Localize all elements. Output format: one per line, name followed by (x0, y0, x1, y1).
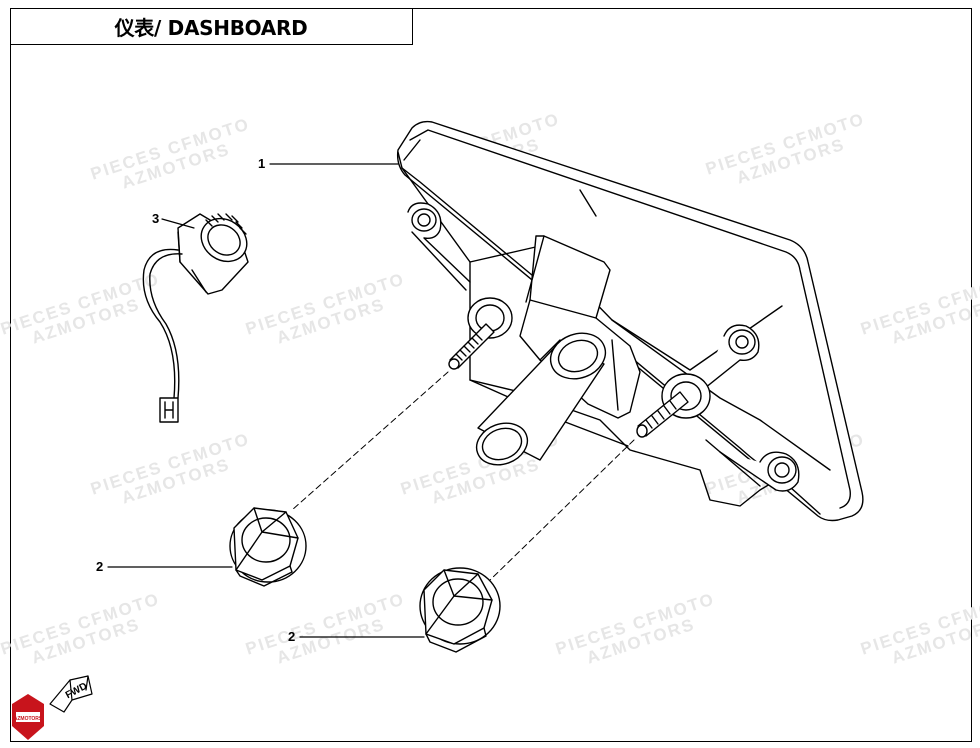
connector-cap (177, 213, 249, 295)
leader-line-3 (161, 218, 195, 229)
page-title: 仪表/ DASHBOARD (114, 15, 308, 40)
mount-ear-top-left (407, 202, 471, 291)
mount-ear-bottom-right (705, 439, 800, 492)
title-box: 仪表/ DASHBOARD (10, 8, 413, 45)
stud-left (448, 297, 513, 370)
stud-right (636, 373, 711, 438)
logo-text: AZMOTORS (14, 716, 43, 722)
azmotors-logo: AZMOTORS (12, 694, 44, 740)
connector-cap-tether (142, 248, 183, 423)
callout-1: 1 (258, 156, 266, 171)
mounting-tube (475, 332, 607, 466)
mount-ear-top-right (699, 324, 760, 393)
callout-3: 3 (152, 211, 160, 226)
center-bracket (519, 235, 641, 419)
flange-nut-upper (229, 507, 307, 587)
flange-nut-lower (419, 567, 501, 653)
callout-2-upper: 2 (96, 559, 104, 574)
assembly-line-right (487, 439, 635, 583)
assembly-line-left (291, 371, 449, 511)
fwd-arrow-icon: FWD (49, 675, 93, 713)
drawing-frame (10, 8, 972, 742)
callout-2-lower: 2 (288, 629, 296, 644)
